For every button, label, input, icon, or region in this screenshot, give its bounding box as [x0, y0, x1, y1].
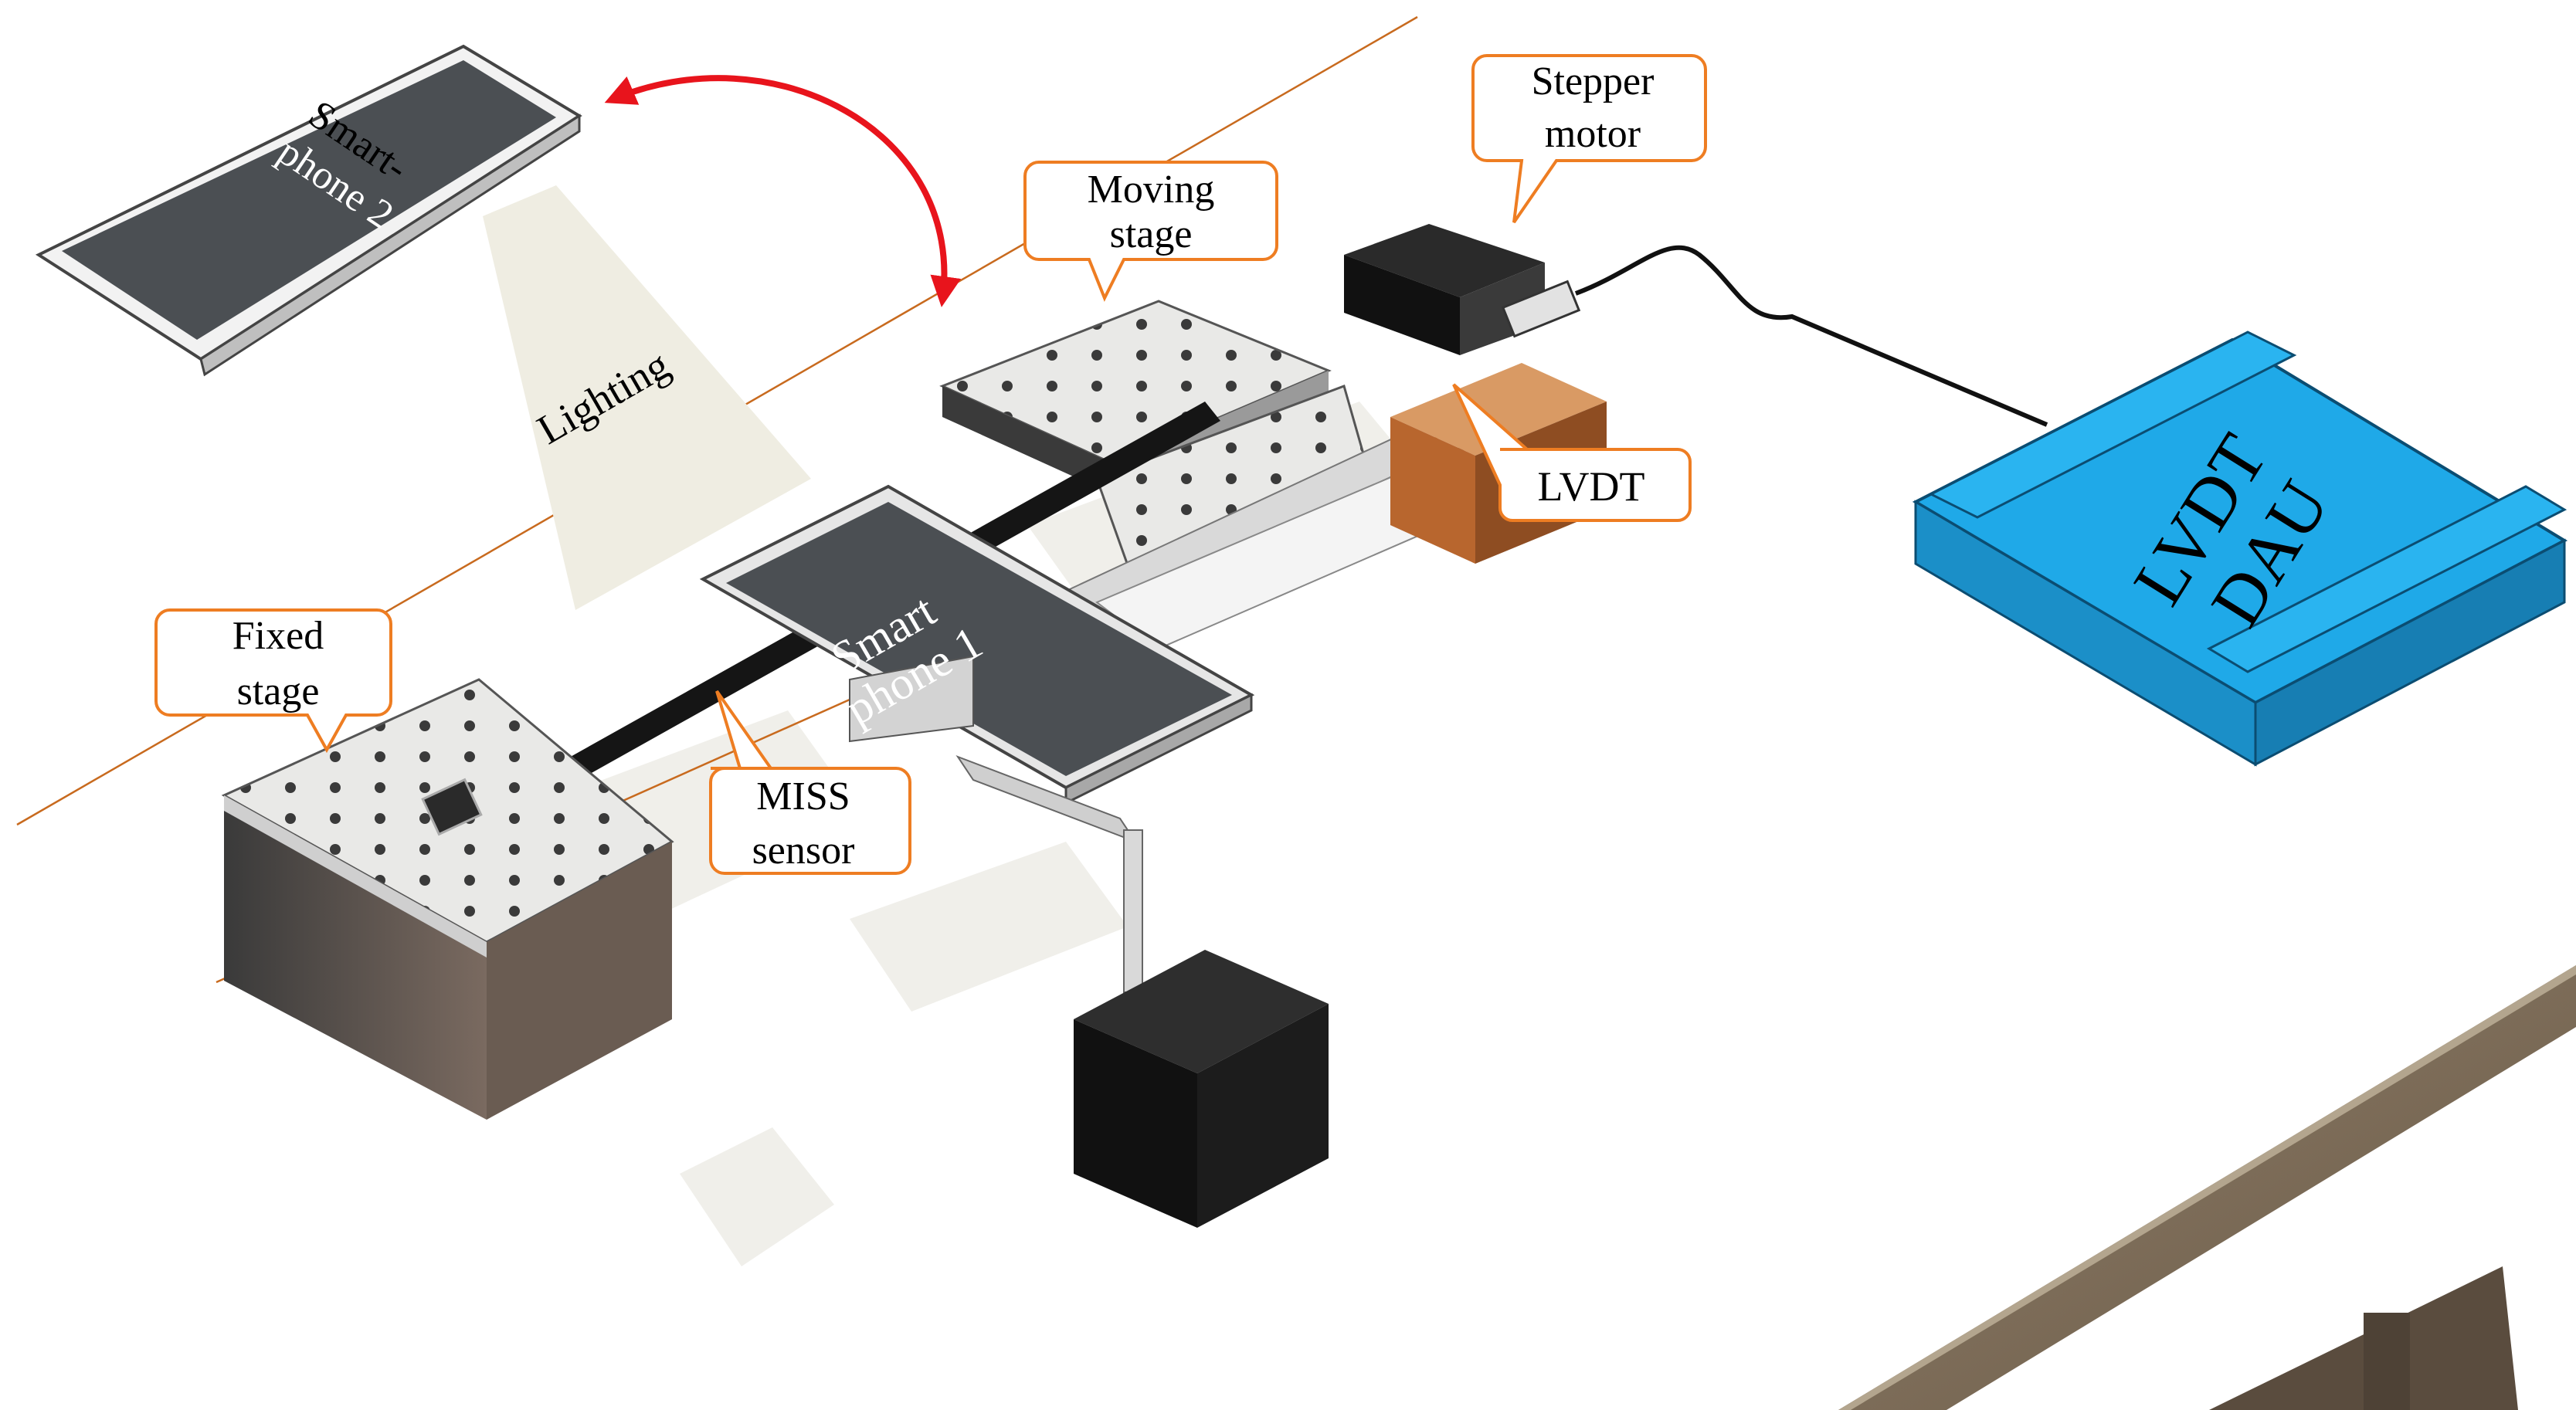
callout-stepper-motor: Stepper motor — [1471, 54, 1707, 224]
smartphone-1 — [699, 484, 1255, 805]
callout-moving-stage: Moving stage — [1023, 161, 1278, 302]
callout-miss-sensor: MISS sensor — [709, 690, 911, 875]
smartphone-2 — [35, 44, 582, 377]
callout-lvdt: LVDT — [1452, 383, 1692, 522]
sensor-support — [955, 754, 1329, 1228]
fixed-stage-label-line1: Fixed — [232, 614, 324, 658]
fixed-stage — [221, 678, 674, 1120]
lighting-cone — [483, 185, 811, 610]
stepper-motor-label-line2: motor — [1545, 112, 1641, 156]
moving-stage-label-line2: stage — [1110, 212, 1193, 256]
rotation-arrow — [604, 75, 962, 307]
table — [1838, 965, 2576, 1410]
lvdt-dau-box — [1912, 330, 2568, 767]
lvdt-label: LVDT — [1537, 463, 1644, 510]
moving-stage-label-line1: Moving — [1088, 168, 1215, 212]
miss-sensor-label-line1: MISS — [756, 774, 850, 819]
fixed-stage-label-line2: stage — [237, 669, 320, 713]
callout-fixed-stage: Fixed stage — [154, 608, 392, 754]
stepper-motor-label-line1: Stepper — [1532, 59, 1655, 103]
miss-sensor-label-line2: sensor — [752, 829, 855, 873]
